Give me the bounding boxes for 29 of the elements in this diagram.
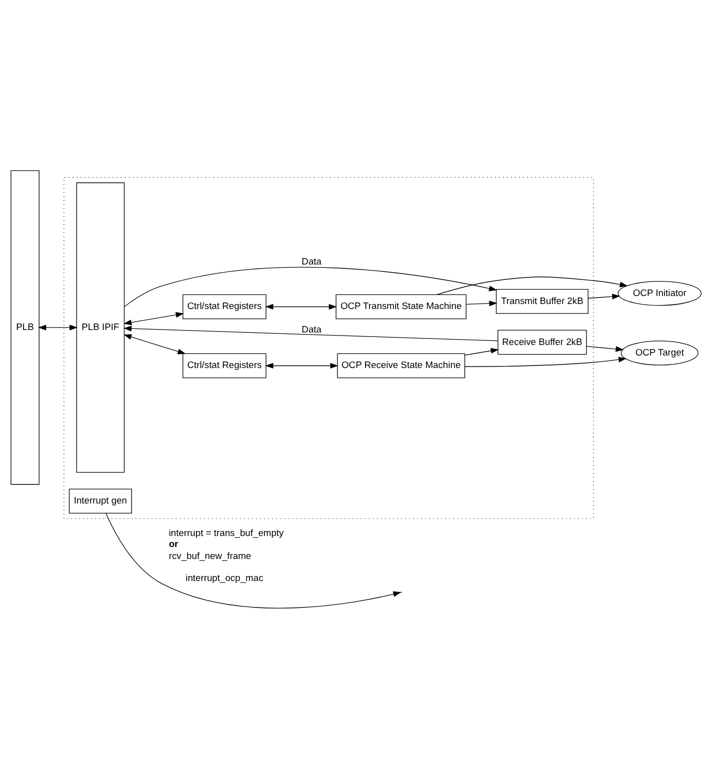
node-ellipse: OCP Target — [620, 340, 698, 365]
arrow — [436, 276, 628, 294]
arrow — [586, 345, 624, 352]
arrow — [123, 312, 184, 325]
arrow — [38, 324, 78, 330]
node-box: PLB IPIF — [76, 182, 125, 472]
arrow — [464, 348, 499, 355]
arrow — [464, 356, 627, 366]
node-box: Transmit Buffer 2kB — [496, 288, 588, 314]
arrow — [124, 334, 186, 354]
arrow — [124, 266, 498, 306]
edge-label: Data — [302, 324, 322, 334]
node-box: Interrupt gen — [68, 488, 132, 514]
node-box: PLB — [10, 170, 40, 484]
cluster — [64, 176, 594, 518]
node-box: Ctrl/stat Registers — [182, 294, 266, 319]
edge-label: interrupt_ocp_mac — [186, 572, 264, 583]
arrow — [466, 300, 498, 306]
label: interrupt = trans_buf_empty or rcv_buf_new_frame — [168, 528, 284, 560]
arrow — [123, 325, 498, 341]
arrow — [265, 303, 337, 310]
arrow — [106, 512, 402, 608]
node-box: OCP Receive State Machine — [337, 352, 466, 378]
node-box: OCP Transmit State Machine — [336, 294, 466, 319]
node-box: Ctrl/stat Registers — [182, 352, 266, 378]
arrow — [588, 293, 620, 299]
arrow — [265, 362, 338, 368]
edge-label: Data — [302, 256, 322, 266]
node-box: Receive Buffer 2kB — [498, 329, 587, 354]
